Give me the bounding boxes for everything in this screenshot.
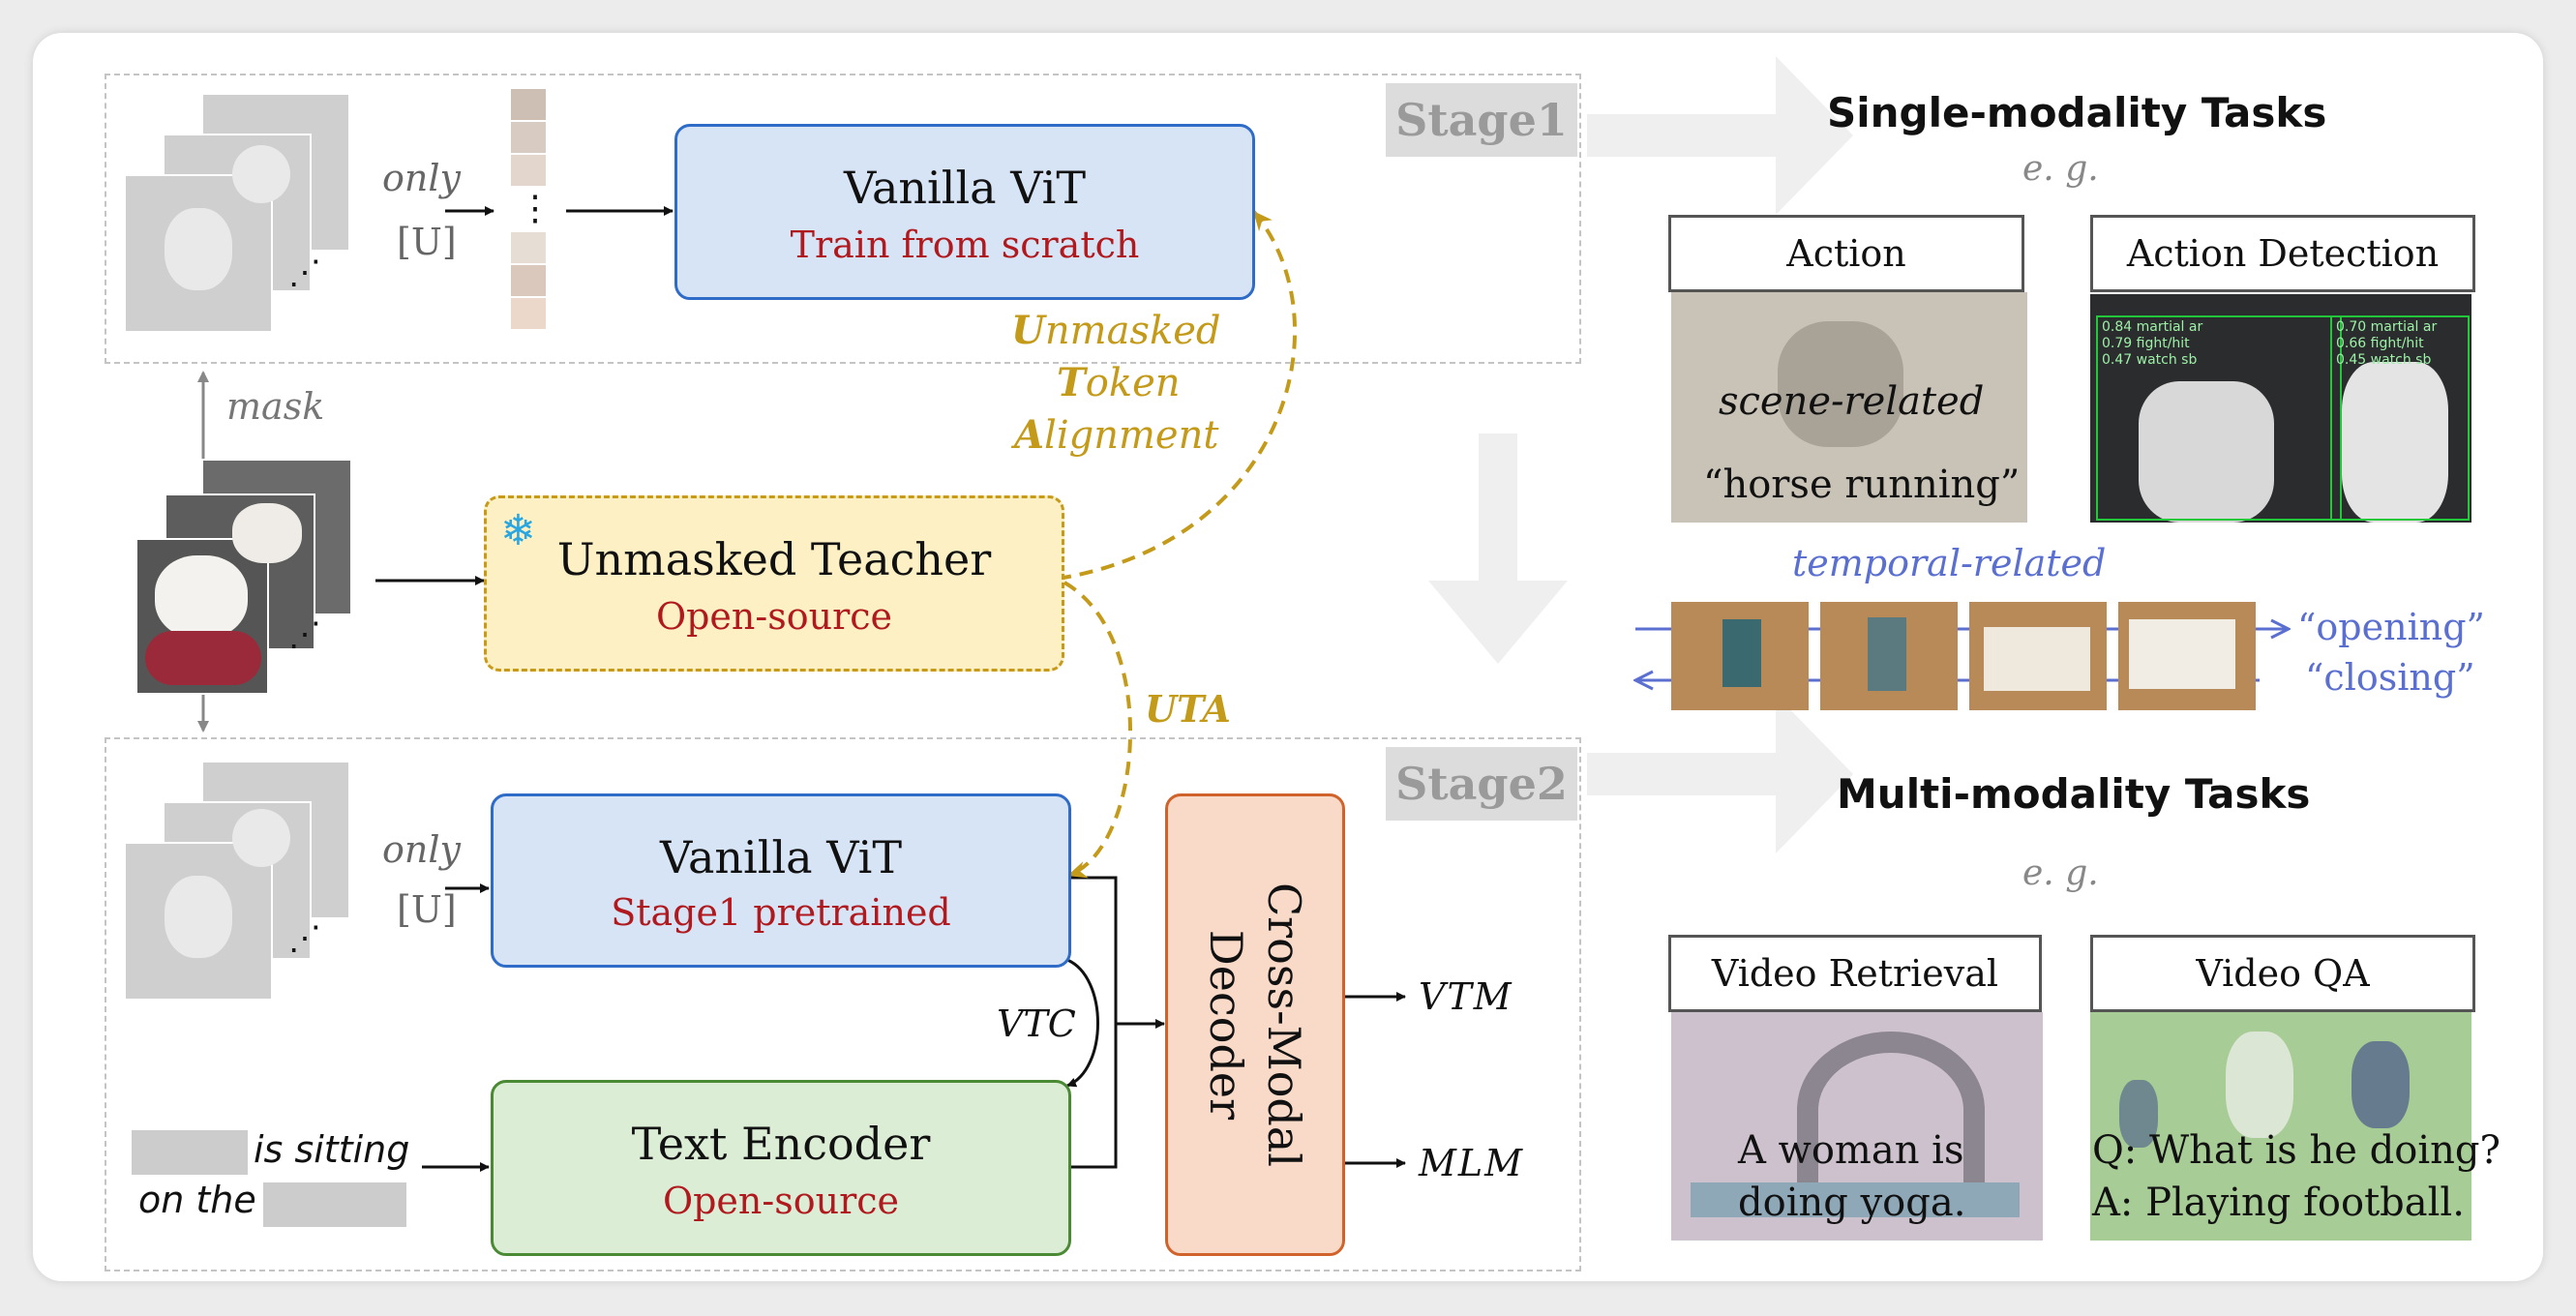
cross-modal-decoder: Cross-Modal Decoder	[1165, 793, 1345, 1256]
uta-short-label: UTA	[1145, 687, 1231, 731]
text-encoder-subtitle: Open-source	[662, 1180, 900, 1222]
only-label-1: only	[382, 157, 461, 199]
vtm-label: VTM	[1419, 975, 1513, 1018]
retrieval-caption-2: doing yoga.	[1738, 1181, 1966, 1225]
uta-line-2: Token	[1057, 360, 1181, 405]
stage2-to-multi-arrow	[1587, 695, 1853, 853]
scene-related-label: scene-related	[1719, 379, 1985, 424]
stage1-label: Stage1	[1386, 83, 1577, 157]
vit2-subtitle: Stage1 pretrained	[611, 891, 951, 934]
football-image	[2090, 1012, 2471, 1241]
vtc-label: VTC	[997, 1002, 1076, 1045]
video-retrieval-title: Video Retrieval	[1668, 935, 2042, 1012]
multi-eg: e. g.	[2022, 853, 2099, 893]
qa-question: Q: What is he doing?	[2092, 1128, 2501, 1173]
detection-image: 0.84 martial ar 0.79 fight/hit 0.47 watc…	[2090, 294, 2471, 523]
unmasked-teacher: ❄ Unmasked Teacher Open-source	[484, 495, 1064, 672]
horse-image	[1671, 292, 2027, 523]
single-eg: e. g.	[2022, 149, 2099, 189]
horse-running-quote: “horse running”	[1703, 463, 2021, 507]
teacher-subtitle: Open-source	[655, 595, 893, 638]
yoga-image	[1671, 1012, 2043, 1241]
decoder-line-1: Cross-Modal	[1258, 882, 1310, 1167]
vit1-title: Vanilla ViT	[843, 162, 1087, 214]
stage1-region	[105, 74, 1581, 364]
single-modality-title: Single-modality Tasks	[1827, 89, 2327, 136]
unmasked-token-label-1: [U]	[397, 221, 457, 263]
vanilla-vit-stage2: Vanilla ViT Stage1 pretrained	[491, 793, 1071, 968]
masked-word-2	[263, 1182, 406, 1227]
qa-answer: A: Playing football.	[2092, 1181, 2465, 1225]
text-encoder-title: Text Encoder	[631, 1118, 931, 1170]
mask-label: mask	[226, 385, 325, 428]
closing-label: “closing”	[2305, 656, 2475, 699]
vanilla-vit-stage1: Vanilla ViT Train from scratch	[674, 124, 1255, 300]
teacher-title: Unmasked Teacher	[556, 533, 992, 585]
stage2-region	[105, 737, 1581, 1271]
video-qa-title: Video QA	[2090, 935, 2475, 1012]
vit1-subtitle: Train from scratch	[790, 224, 1140, 266]
text-encoder: Text Encoder Open-source	[491, 1080, 1071, 1256]
stage1-to-single-arrow	[1587, 56, 1853, 215]
unmasked-token-label-2: [U]	[397, 888, 457, 931]
multi-modality-title: Multi-modality Tasks	[1837, 770, 2311, 818]
uta-line-3: Alignment	[1014, 412, 1219, 458]
only-label-2: only	[382, 828, 461, 871]
single-to-multi-arrow	[1428, 434, 1568, 664]
masked-word-1	[132, 1130, 248, 1175]
caption-part-2: on the	[138, 1179, 256, 1221]
uta-line-1: Unmasked	[1011, 308, 1221, 353]
snowflake-icon: ❄	[500, 506, 536, 555]
mlm-label: MLM	[1419, 1142, 1525, 1184]
opening-label: “opening”	[2297, 606, 2485, 648]
decoder-line-2: Decoder	[1200, 929, 1252, 1121]
vit2-title: Vanilla ViT	[659, 831, 903, 883]
temporal-related-label: temporal-related	[1792, 542, 2107, 584]
action-detection-title: Action Detection	[2090, 215, 2475, 292]
action-recognition-title: Action Recognition	[1668, 215, 2024, 346]
retrieval-caption-1: A woman is	[1738, 1128, 1964, 1173]
caption-part-1: is sitting	[254, 1128, 410, 1171]
stage2-label: Stage2	[1386, 747, 1577, 821]
